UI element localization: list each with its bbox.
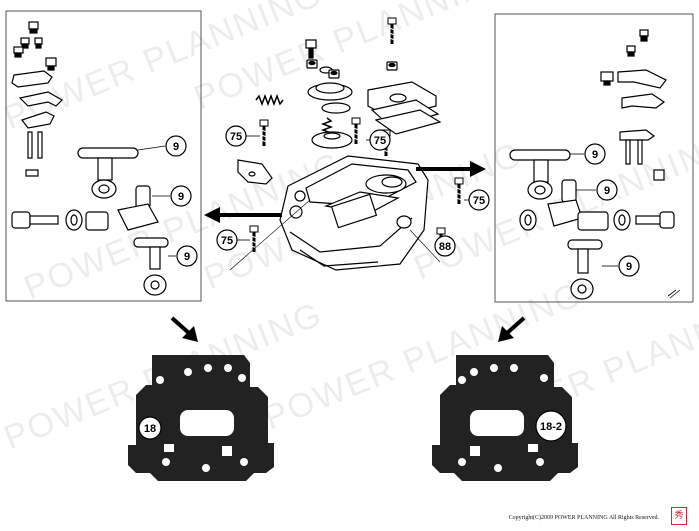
arrow-left-icon [204, 207, 282, 223]
callout-right-lower-fitting: 9 [602, 255, 640, 277]
svg-text:75: 75 [230, 131, 242, 143]
right-panel-parts [509, 29, 681, 300]
svg-text:9: 9 [592, 149, 598, 161]
arrow-down-right-icon [170, 316, 198, 342]
svg-text:9: 9 [626, 261, 632, 273]
center-carburetor-assembly [229, 16, 465, 271]
svg-text:9: 9 [604, 185, 610, 197]
callout-center-lower-screw: 75 [216, 229, 250, 251]
svg-text:9: 9 [178, 191, 184, 203]
arrow-down-left-icon [498, 316, 526, 342]
callout-right-elbow: 9 [576, 179, 618, 201]
gasket-right: 18-2 [432, 355, 578, 481]
right-parts-panel [494, 13, 694, 303]
artist-seal: 秀 [671, 507, 687, 525]
svg-text:88: 88 [439, 241, 451, 253]
callout-center-right-screw: 75 [366, 129, 391, 151]
copyright-notice: Copyright(C)2009 POWER PLANNING All Righ… [508, 515, 659, 521]
arrow-right-icon [416, 161, 486, 177]
callout-center-upper-screw: 75 [225, 125, 260, 147]
svg-text:9: 9 [184, 251, 190, 263]
callout-right-side-screw: 75 [464, 189, 490, 211]
svg-text:75: 75 [473, 195, 485, 207]
svg-text:75: 75 [221, 235, 233, 247]
svg-text:75: 75 [374, 135, 386, 147]
callout-right-t-fitting: 9 [570, 143, 606, 165]
callout-badges: 9 9 9 9 9 9 75 [137, 125, 640, 277]
gasket-left-callout-badge [138, 416, 162, 440]
callout-left-elbow: 9 [152, 185, 192, 207]
callout-center-bolt-88: 88 [434, 235, 456, 257]
svg-text:9: 9 [173, 141, 179, 153]
left-panel-parts [11, 21, 169, 296]
gasket-right-callout-badge [535, 410, 567, 442]
callout-label: 18 [144, 423, 156, 435]
gasket-left: 18 [128, 355, 274, 481]
callout-left-t-fitting: 9 [137, 135, 187, 157]
callout-left-lower-fitting: 9 [168, 245, 198, 267]
left-parts-panel [5, 10, 202, 302]
callout-label: 18-2 [540, 421, 562, 433]
